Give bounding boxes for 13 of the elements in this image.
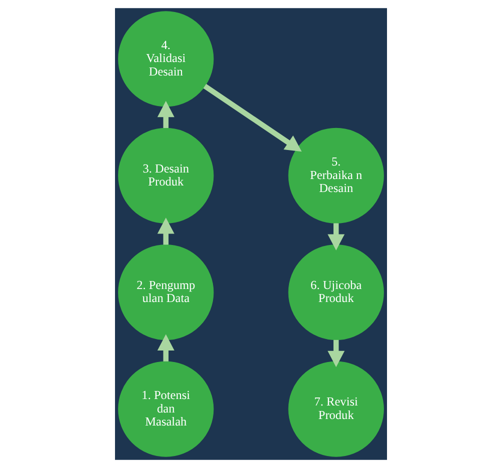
node-circle: 3. Desain Produk: [118, 128, 214, 224]
arrow: [157, 100, 174, 128]
node-circle: 5. Perbaika n Desain: [288, 128, 384, 224]
node-circle: 1. Potensi dan Masalah: [118, 361, 214, 457]
node-circle: 6. Ujicoba Produk: [288, 244, 384, 340]
node-circle: 7. Revisi Produk: [288, 361, 384, 457]
arrow: [203, 84, 302, 152]
node-circle: 2. Pengump ulan Data: [118, 244, 214, 340]
node-circle: 4. Validasi Desain: [118, 11, 214, 107]
arrow: [328, 340, 345, 368]
arrow: [157, 334, 174, 362]
arrow: [157, 218, 174, 245]
arrow: [328, 223, 345, 250]
